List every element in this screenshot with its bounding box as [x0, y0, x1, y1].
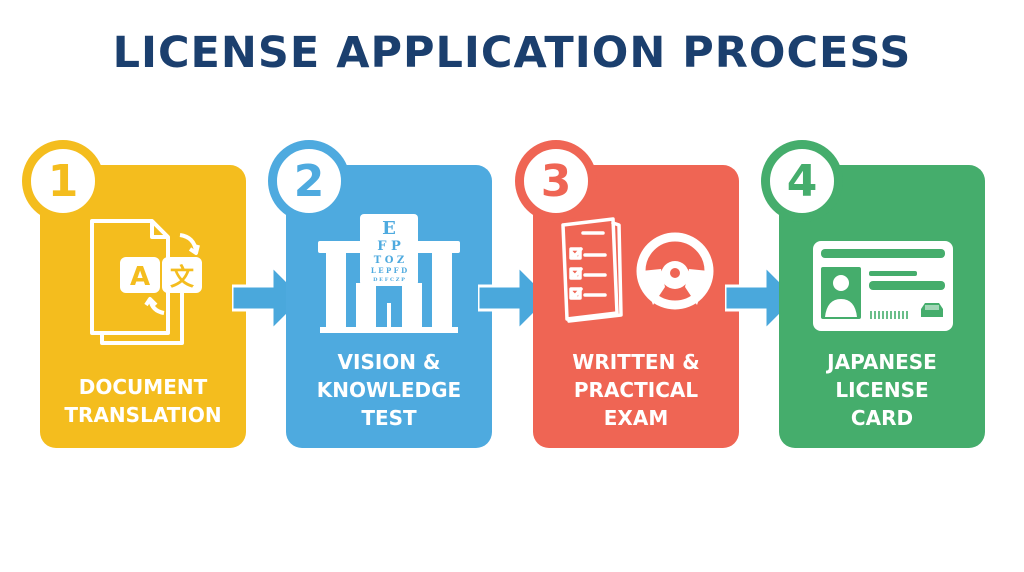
label-line: WRITTEN &	[572, 350, 700, 374]
svg-text:D E F C Z P: D E F C Z P	[373, 277, 405, 283]
latin-glyph: A	[130, 262, 150, 292]
eye-chart-icon: E F P T O Z L E P F D D E F C Z P	[318, 214, 460, 333]
label-line: TEST	[361, 406, 417, 430]
step-number-badge: 3	[515, 140, 597, 222]
step-card-3: 3 WRITTEN & PRACTICAL EXAM	[515, 140, 739, 448]
step-number-badge: 4	[761, 140, 843, 222]
label-line: PRACTICAL	[573, 378, 699, 402]
label-line: TRANSLATION	[64, 403, 222, 427]
label-line: EXAM	[603, 406, 669, 430]
checklist-steering-wheel-icon	[561, 217, 714, 323]
svg-text:E: E	[382, 218, 396, 239]
svg-text:T O Z: T O Z	[374, 255, 404, 266]
label-line: CARD	[850, 406, 914, 430]
label-line: VISION &	[337, 350, 441, 374]
step-card-2: 2 E F P T O Z L E P F D D E F C Z P VISI…	[268, 140, 492, 448]
page-title: LICENSE APPLICATION PROCESS	[112, 28, 912, 78]
step-label: VISION & KNOWLEDGE TEST	[286, 348, 492, 432]
license-card-icon	[813, 241, 953, 331]
step-card-4: 4 JAPANESE LICENSE CARD	[761, 140, 985, 448]
label-line: DOCUMENT	[78, 375, 208, 399]
step-card-1: 1 A 文 DOCUMENT TRANSLATION	[22, 140, 246, 448]
label-line: KNOWLEDGE	[316, 378, 462, 402]
label-line: LICENSE	[835, 378, 929, 402]
svg-text:F P: F P	[377, 239, 401, 254]
document-translation-icon: A 文	[90, 219, 202, 345]
svg-text:L E P F D: L E P F D	[371, 266, 407, 275]
kanji-glyph: 文	[170, 263, 195, 291]
step-number-badge: 1	[22, 140, 104, 222]
label-line: JAPANESE	[827, 350, 937, 374]
step-number-badge: 2	[268, 140, 350, 222]
step-label: DOCUMENT TRANSLATION	[40, 373, 246, 429]
step-label: WRITTEN & PRACTICAL EXAM	[533, 348, 739, 432]
step-label: JAPANESE LICENSE CARD	[779, 348, 985, 432]
